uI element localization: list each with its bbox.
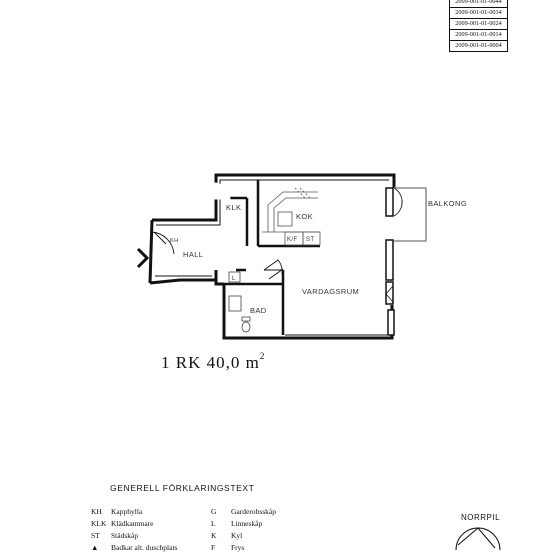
bathroom-fixtures — [228, 271, 251, 333]
legend-item: ▲Badkar alt. duschplats — [91, 543, 178, 552]
kitchen-counter — [262, 187, 321, 246]
label-linneskap: L — [232, 276, 236, 282]
north-arrow-icon — [455, 527, 501, 550]
label-stadskap: ST — [306, 237, 314, 243]
room-label-hall: HALL — [183, 250, 203, 259]
room-label-kok: KOK — [296, 212, 313, 221]
label-kapphylla: KH — [170, 238, 178, 244]
apartment-caption: 1 RK 40,0 m2 — [161, 351, 266, 372]
legend-title: GENERELL FÖRKLARINGSTEXT — [110, 483, 255, 493]
room-label-vardagsrum: VARDAGSRUM — [302, 287, 359, 296]
balcony — [394, 187, 427, 242]
reference-number-table: 2009-001-01-0044 2009-001-01-0034 2009-0… — [449, 0, 508, 52]
wall-inner-lines — [155, 179, 389, 336]
interior-walls — [220, 180, 320, 335]
room-label-bad: BAD — [250, 306, 267, 315]
reference-number: 2009-001-01-0004 — [449, 40, 508, 52]
room-label-balkong: BALKONG — [428, 199, 467, 208]
windows — [385, 187, 395, 336]
north-arrow-label: NORRPIL — [461, 513, 501, 522]
label-kyl-frys: K/F — [287, 237, 298, 243]
room-label-klk: KLK — [226, 203, 241, 212]
doors — [151, 182, 284, 280]
entrance-arrow-icon — [136, 247, 150, 269]
